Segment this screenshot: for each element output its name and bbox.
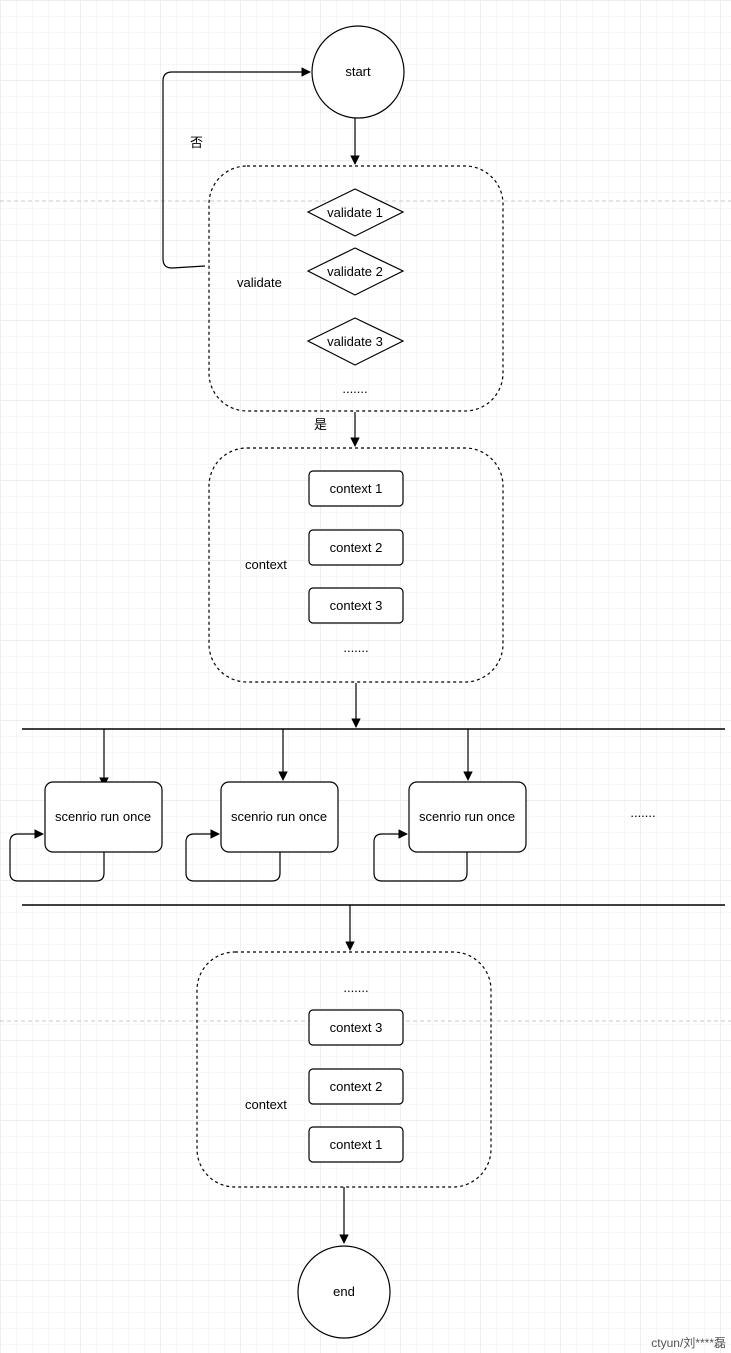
context-3-bottom-node[interactable] — [308, 1009, 404, 1046]
validate-group-label: validate — [237, 275, 282, 290]
context-2-node[interactable] — [308, 529, 404, 566]
start-label: start — [345, 64, 371, 79]
context-top-ellipsis: ....... — [343, 640, 368, 655]
end-node[interactable] — [297, 1245, 391, 1339]
context-group-top[interactable] — [208, 447, 504, 683]
validate-3-label: validate 3 — [327, 334, 383, 349]
scenario-2-label: scenrio run once — [231, 809, 327, 824]
no-label: 否 — [190, 135, 203, 150]
scenarios-ellipsis: ....... — [630, 805, 655, 820]
context-2-bottom-node[interactable] — [308, 1068, 404, 1105]
yes-label: 是 — [314, 417, 327, 432]
context-1-bottom-node[interactable] — [308, 1126, 404, 1163]
scenario-3-loop — [373, 829, 468, 882]
validate-1-label: validate 1 — [327, 205, 383, 220]
scenario-1-label: scenrio run once — [55, 809, 151, 824]
watermark: ctyun/刘****磊 — [651, 1336, 726, 1350]
context-3-label: context 3 — [330, 598, 383, 613]
context-1-bottom-label: context 1 — [330, 1137, 383, 1152]
scenario-1-loop — [9, 829, 105, 882]
context-2-label: context 2 — [330, 540, 383, 555]
context-bottom-ellipsis: ....... — [343, 980, 368, 995]
context-3-node[interactable] — [308, 587, 404, 624]
context-1-node[interactable] — [308, 470, 404, 507]
scenario-2-loop — [185, 829, 281, 882]
context-group-bottom-label: context — [245, 1097, 287, 1112]
context-3-bottom-label: context 3 — [330, 1020, 383, 1035]
validate-1-node[interactable] — [306, 188, 405, 237]
context-2-bottom-label: context 2 — [330, 1079, 383, 1094]
start-node[interactable] — [311, 25, 405, 119]
edge-no-loop — [162, 67, 311, 269]
context-1-label: context 1 — [330, 481, 383, 496]
validate-2-node[interactable] — [306, 247, 405, 296]
context-group-bottom[interactable] — [196, 951, 492, 1188]
context-group-top-label: context — [245, 557, 287, 572]
validate-3-node[interactable] — [306, 317, 405, 366]
validate-2-label: validate 2 — [327, 264, 383, 279]
scenario-3-label: scenrio run once — [419, 809, 515, 824]
validate-ellipsis: ....... — [342, 381, 367, 396]
end-label: end — [333, 1284, 355, 1299]
validate-group[interactable] — [208, 165, 504, 412]
